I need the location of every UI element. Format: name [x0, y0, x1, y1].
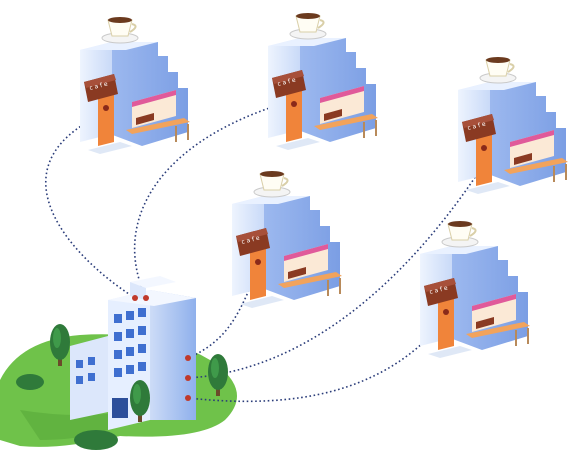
cafe-building-3: [457, 56, 569, 195]
link-cafe-5: [187, 329, 437, 403]
shrub-icon: [74, 430, 118, 450]
link-cafe-1: [45, 109, 136, 299]
cafe-building-1: [79, 16, 191, 155]
link-cafe-2: [133, 101, 289, 299]
cafe-building-2: [267, 12, 379, 151]
cafe-building-5: [419, 220, 531, 359]
cafe-building-4: [231, 170, 343, 309]
connection-lines: [45, 101, 481, 403]
shrub-icon: [16, 374, 44, 390]
link-cafe-3: [187, 273, 257, 359]
link-cafe-4: [187, 169, 481, 379]
